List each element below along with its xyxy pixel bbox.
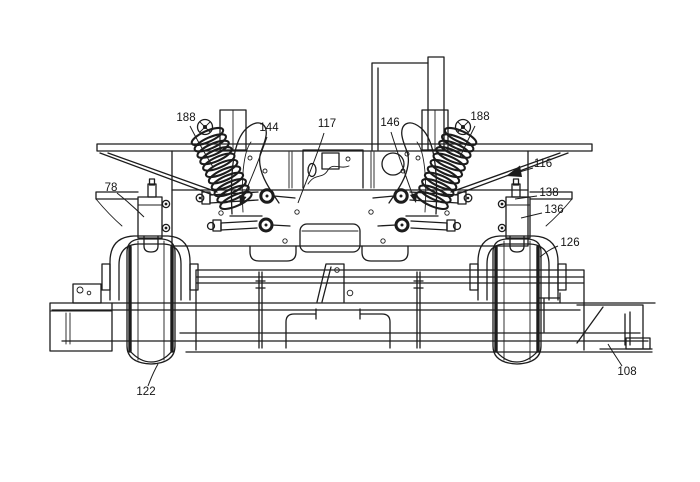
center-bracket-117	[288, 149, 410, 189]
ref-label-108: 108	[617, 366, 636, 378]
ref-label-188-left: 188	[176, 112, 195, 124]
lower-deck	[51, 263, 656, 353]
right-suspension-assembly	[372, 109, 573, 365]
ref-label-188-right: 188	[470, 111, 489, 123]
ref-label-126: 126	[560, 237, 579, 249]
left-side-parts	[95, 109, 296, 365]
ref-label-138: 138	[539, 187, 558, 199]
ref-label-78: 78	[105, 182, 118, 194]
left-platform-box	[49, 283, 113, 352]
ref-label-116: 116	[534, 158, 552, 170]
mid-plate	[171, 155, 529, 262]
right-side-parts	[372, 109, 573, 365]
left-suspension-assembly	[95, 109, 296, 365]
ref-label-146: 146	[380, 117, 399, 129]
reference-labels: 188 144 117 146 188 116 138 136 126 78 1…	[105, 111, 637, 398]
assembly-arrow-116	[506, 165, 522, 177]
ref-label-144: 144	[259, 122, 279, 134]
leader-lines	[116, 125, 623, 387]
ref-label-117: 117	[318, 118, 336, 130]
ref-label-122: 122	[136, 386, 155, 398]
ref-label-136: 136	[544, 204, 563, 216]
